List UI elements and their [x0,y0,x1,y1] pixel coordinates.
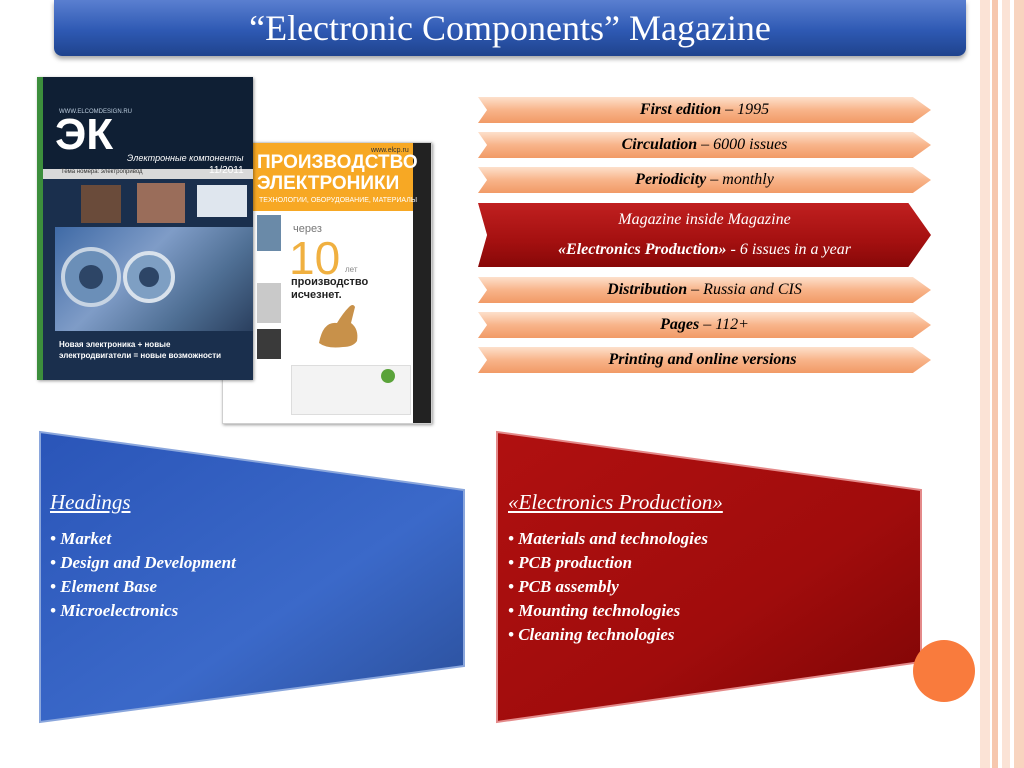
headings-panel: Headings • Market • Design and Developme… [50,490,450,623]
ek-cover-tagline: Тема номера: электропривод [61,169,143,175]
fact-label: Distribution [607,281,688,298]
ep-cover-text-1: производство [291,276,369,288]
highlight-rest: - 6 issues in a year [730,241,851,258]
decorative-stripes [980,0,1024,768]
ek-cover-tagline-bar [43,169,253,179]
ep-cover-title-2: ЭЛЕКТРОНИКИ [257,173,400,194]
fact-value: – 1995 [725,101,770,118]
headings-panel-shape [39,430,465,724]
ek-cover-photo-chart [197,185,247,217]
magazine-inside-highlight: Magazine inside Magazine «Electronics Pr… [478,203,931,267]
fact-label: Pages [660,316,700,333]
ep-cover-leaf-logo [381,369,395,383]
fact-label: Circulation [621,136,698,153]
fact-value: – 112+ [703,316,749,333]
ek-cover-logo: ЭК [55,110,114,159]
ep-cover-through: через [293,223,322,235]
list-item: • Market [50,529,112,548]
fact-first-edition: First edition– 1995 [478,97,931,123]
ek-cover-issue: 11/2011 [209,165,244,176]
ep-cover-subtitle: ТЕХНОЛОГИИ, ОБОРУДОВАНИЕ, МАТЕРИАЛЫ [259,197,418,204]
fact-pages: Pages– 112+ [478,312,931,338]
ep-cover-photo-3 [257,329,281,359]
fact-value: – monthly [710,171,774,188]
headings-list: • Market • Design and Development • Elem… [50,527,450,623]
ep-magazine-cover: ПРОИЗВОДСТВО ЭЛЕКТРОНИКИ www.elcp.ru ТЕХ… [222,142,432,424]
highlight-line-2: «Electronics Production» - 6 issues in a… [478,241,931,259]
fact-label: First edition [639,101,722,118]
fact-value: – 6000 issues [701,136,788,153]
list-item: • PCB assembly [508,577,619,596]
ek-cover-header [43,77,253,171]
highlight-title: «Electronics Production» [558,241,727,258]
list-item: • Cleaning technologies [508,625,675,644]
ep-cover-photo-2 [257,283,281,323]
ep-cover-photo-1 [257,215,281,251]
fact-printing-versions: Printing and online versions [478,347,931,373]
title-bar: “Electronic Components” Magazine [54,0,966,56]
list-item: • Microelectronics [50,601,179,620]
ep-cover-number: 10 [289,232,341,284]
ep-cover-text-2: исчезнет. [291,289,342,301]
ek-cover-photo-people [81,185,121,223]
fact-value: – Russia and CIS [691,281,802,298]
fact-circulation: Circulation– 6000 issues [478,132,931,158]
ep-panel-title: «Electronics Production» [508,490,723,514]
ek-cover-subtitle: Электронные компоненты [127,153,244,163]
list-item: • Mounting technologies [508,601,681,620]
fact-distribution: Distribution– Russia and CIS [478,277,931,303]
ep-cover-site: www.elcp.ru [371,147,409,154]
list-item: • Design and Development [50,553,236,572]
slide-title: “Electronic Components” Magazine [249,8,771,48]
list-item: • Element Base [50,577,158,596]
ek-magazine-cover: WWW.ELCOMDESIGN.RU ЭК Электронные компон… [37,77,253,380]
list-item: • Materials and technologies [508,529,709,548]
fact-periodicity: Periodicity– monthly [478,167,931,193]
fact-label: Periodicity [635,171,707,188]
ek-cover-site: WWW.ELCOMDESIGN.RU [59,109,132,115]
ek-cover-green-strip [37,77,43,380]
ep-cover-title-1: ПРОИЗВОДСТВО [257,152,418,173]
dinosaur-illustration [319,305,358,348]
ep-cover-years: лет [345,265,358,274]
headings-title: Headings [50,490,131,514]
list-item: • PCB production [508,553,633,572]
ep-panel: «Electronics Production» • Materials and… [508,490,908,647]
ep-panel-list: • Materials and technologies • PCB produ… [508,527,908,647]
highlight-line-1: Magazine inside Magazine [618,211,791,228]
accent-circle [913,640,975,702]
ep-cover-header [223,143,413,211]
fact-label: Printing and online versions [608,351,797,368]
ep-cover-side-strip [413,143,431,423]
ek-cover-footer: Новая электроника + новые электродвигате… [59,340,222,360]
motor-gears-illustration [61,247,175,307]
ek-cover-photo-rings [137,183,185,223]
